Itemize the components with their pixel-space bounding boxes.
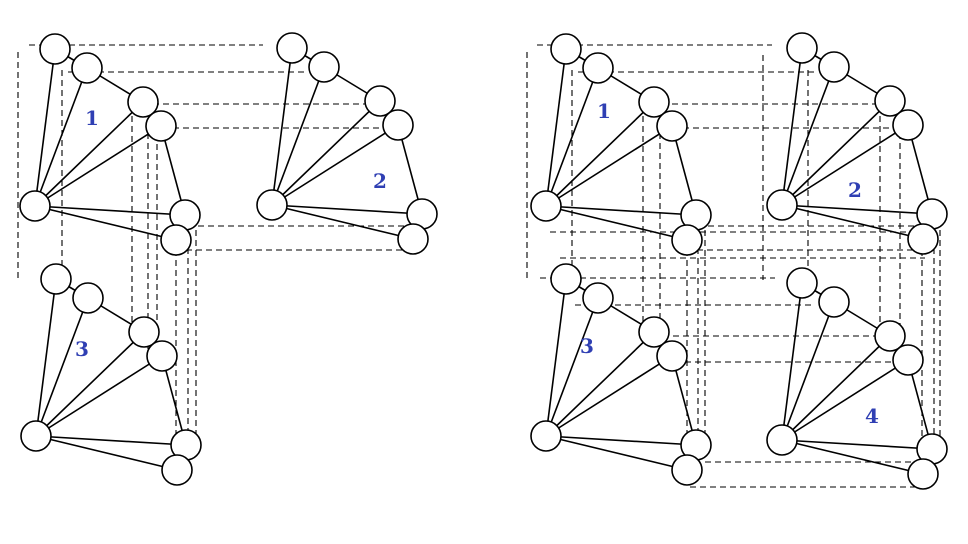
graph-node [818,286,850,318]
cluster-edge [34,48,56,207]
cluster-label: 1 [597,99,611,123]
graph-node [146,340,178,372]
graph-node [530,420,562,452]
cluster-edge [781,204,933,215]
graph-node [127,86,159,118]
cluster-edge [35,435,187,446]
graph-node [72,282,104,314]
cluster-edge [781,124,909,206]
cluster-edge [545,435,688,471]
graph-node [39,33,71,65]
cluster-edge [34,125,162,207]
cluster-label: 1 [85,106,99,130]
cluster-edge [781,301,835,441]
cluster-edge [545,125,673,207]
graph-node [128,316,160,348]
cluster-edge [35,435,178,471]
cluster-edge [271,124,399,206]
cluster-edge [34,101,144,207]
cluster-label: 4 [865,404,879,428]
cluster-label: 2 [848,178,862,202]
cluster-edge [781,66,835,206]
cluster-edge [35,297,89,437]
cluster-edge [271,66,325,206]
graph-node [892,109,924,141]
cluster-edge [781,100,891,206]
cluster-edge [781,47,803,206]
graph-node [786,267,818,299]
cluster-edge [545,205,697,216]
graph-node [582,282,614,314]
cluster-label: 3 [75,337,89,361]
graph-node [582,52,614,84]
graph-node [161,454,193,486]
graph-node [276,32,308,64]
graph-node [160,224,192,256]
cluster-edge [545,435,697,446]
graph-node [892,344,924,376]
graph-node [638,86,670,118]
graph-node [256,189,288,221]
graph-node [308,51,340,83]
cluster-edge [545,67,599,207]
cluster-edge [781,204,924,240]
cluster-edge [781,439,924,475]
cluster-edge [35,355,163,437]
solid-edges [34,47,933,475]
graph-node [20,420,52,452]
cluster-edge [545,331,655,437]
graph-node [766,424,798,456]
graph-node [671,224,703,256]
cluster-edge [34,67,88,207]
graph-node [907,223,939,255]
cluster-edge [34,205,186,216]
graph-node [874,320,906,352]
cluster-edge [781,359,909,441]
cluster-labels: 1 2 3 1 2 3 4 [75,99,879,428]
cluster-edge [271,47,293,206]
cluster-edge [545,205,688,241]
graph-node [786,32,818,64]
cluster-edge [545,278,567,437]
graph-node [874,85,906,117]
cluster-edge [271,204,414,240]
cluster-edge [271,204,423,215]
cluster-edge [781,282,803,441]
graph-node [364,85,396,117]
cluster-edge [35,331,145,437]
graph-node [818,51,850,83]
cluster-edge [545,297,599,437]
cluster-edge [781,335,891,441]
cluster-edge [545,101,655,207]
graph-node [656,340,688,372]
cluster-edge [545,48,567,207]
cluster-edge [34,205,177,241]
graph-node [550,263,582,295]
graph-node [671,454,703,486]
graph-node [397,223,429,255]
graph-node [766,189,798,221]
graph-node [907,458,939,490]
graph-node [530,190,562,222]
graph-node [638,316,670,348]
cluster-edge [545,355,673,437]
graph-node [71,52,103,84]
graph-node [382,109,414,141]
graph-node [40,263,72,295]
graph-node [656,110,688,142]
cluster-label: 2 [373,169,387,193]
cluster-edge [781,439,933,450]
cluster-label: 3 [580,334,594,358]
cluster-edge [271,100,381,206]
graph-node [145,110,177,142]
nodes [19,32,948,490]
graph-node [19,190,51,222]
cluster-edge [35,278,57,437]
graph-node [550,33,582,65]
